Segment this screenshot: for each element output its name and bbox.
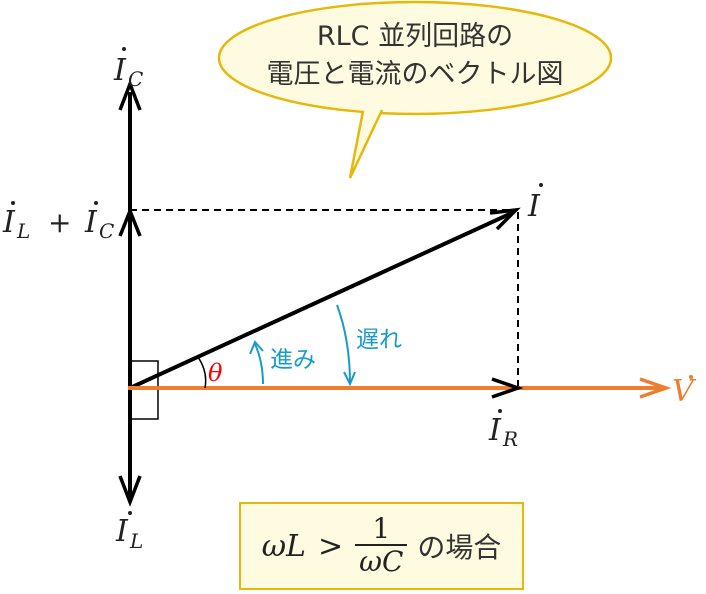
lead-label: 進み (270, 347, 316, 373)
ir-arrowhead (491, 377, 524, 399)
title-line-2: 電圧と電流のベクトル図 (267, 59, 564, 90)
svg-text:I: I (84, 205, 98, 240)
condition-suffix: の場合 (417, 531, 502, 564)
lead-arrowhead (249, 340, 264, 355)
il-plus-ic-arrowhead (118, 206, 142, 237)
label-ir: I R (488, 409, 518, 451)
svg-text:I: I (527, 189, 541, 224)
condition-operator: > (317, 528, 344, 564)
theta-arc (197, 356, 207, 389)
condition-fraction: 1 ωC (355, 512, 408, 578)
svg-text:C: C (99, 219, 114, 243)
title-balloon: RLC 並列回路の 電圧と電流のベクトル図 (217, 0, 613, 179)
title-line-1: RLC 並列回路の (317, 21, 513, 52)
lag-arrow (336, 304, 351, 385)
svg-text:L: L (129, 529, 143, 553)
lag-label: 遅れ (356, 327, 402, 353)
svg-text:C: C (128, 67, 143, 91)
condition-box: ωL > 1 ωC の場合 (239, 502, 524, 590)
svg-text:R: R (502, 427, 518, 451)
theta-label: θ (208, 359, 223, 387)
v-arrowhead (639, 377, 672, 399)
lag-arrowhead (343, 371, 356, 387)
condition-lhs: ωL (261, 528, 306, 564)
label-v: V (672, 374, 697, 409)
il-arrowhead (118, 475, 142, 507)
svg-text:I: I (115, 514, 129, 549)
ic-arrowhead (118, 79, 142, 111)
fraction-denominator: ωC (355, 544, 408, 578)
label-ic: I C (113, 47, 143, 91)
svg-text:V: V (672, 374, 697, 409)
i-vector-line (129, 210, 515, 390)
svg-text:I: I (488, 413, 502, 448)
svg-text:+: + (48, 206, 71, 239)
label-i: I (527, 183, 543, 224)
svg-text:I: I (113, 53, 127, 88)
i-arrowhead (489, 207, 521, 231)
svg-text:I: I (2, 205, 16, 240)
fraction-numerator: 1 (372, 512, 391, 545)
label-il-plus-ic: I L + I C (2, 201, 114, 243)
label-il: I L (115, 511, 143, 553)
svg-text:L: L (16, 219, 30, 243)
lead-arrow (254, 343, 264, 385)
